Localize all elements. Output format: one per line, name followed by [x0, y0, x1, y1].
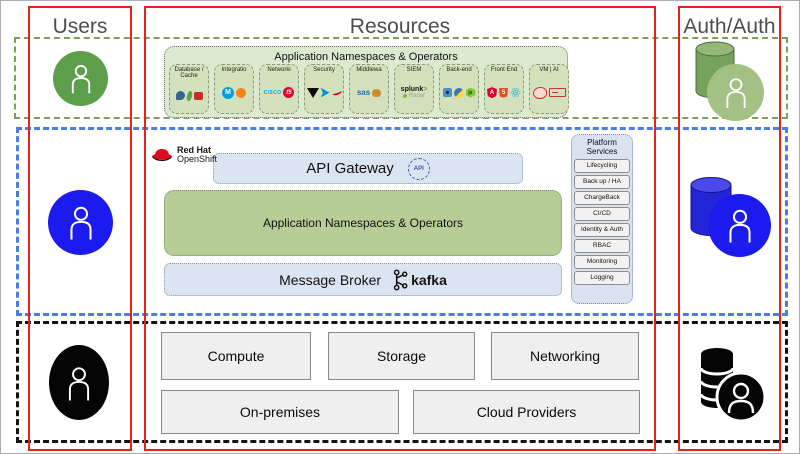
- auth-green-user-icon: [707, 64, 764, 121]
- platform-service-identity-auth: Identity & Auth: [574, 223, 630, 237]
- tile-siem: SIEM splunk> Radar: [394, 64, 434, 114]
- redhat-fedora-icon: [152, 149, 172, 162]
- api-gateway-label: API Gateway: [306, 160, 394, 177]
- person-outline-icon: [71, 64, 90, 93]
- resources-column-title: Resources: [349, 15, 451, 38]
- platform-service-cicd: CI/CD: [574, 207, 630, 221]
- api-gateway-icon: API: [407, 157, 430, 180]
- html5-icon: 5: [499, 87, 508, 98]
- vm-box-icon: [548, 88, 566, 98]
- cloud-providers-box: Cloud Providers: [413, 390, 640, 434]
- app-namespaces-operators-container: Application Namespaces & Operators Datab…: [164, 46, 569, 118]
- sas-icon: sas: [356, 88, 371, 98]
- auth-column-title: Auth/Auth: [683, 15, 776, 38]
- postgresql-icon: [175, 91, 185, 101]
- networking-box: Networking: [491, 332, 639, 380]
- platform-service-monitoring: Monitoring: [574, 255, 630, 269]
- resources-column-frame: Resources: [144, 6, 656, 451]
- platform-services-title: Platform Services: [586, 138, 618, 157]
- green-dashed-band: [14, 37, 788, 119]
- users-column-frame: Users: [28, 6, 132, 451]
- platform-service-logging: Logging: [574, 271, 630, 285]
- person-outline-icon: [69, 206, 92, 239]
- platform-service-chargeback: ChargeBack: [574, 191, 630, 205]
- f5-icon: f5: [283, 87, 295, 99]
- tile-middleware: Middlewa sas: [349, 64, 389, 114]
- qradar-icon: Radar: [402, 93, 425, 99]
- green-user-icon: [53, 51, 108, 106]
- boomi-icon: [236, 87, 246, 98]
- blue-user-icon: [48, 190, 113, 255]
- black-dashed-band: [16, 321, 788, 443]
- auth-column-frame: Auth/Auth: [678, 6, 781, 451]
- ai-brain-icon: [532, 86, 547, 99]
- person-outline-icon: [728, 209, 751, 242]
- app-namespaces-operators-title: Application Namespaces & Operators: [274, 51, 458, 63]
- tile-integration: Integratio M: [214, 64, 254, 114]
- auth-blue-user-icon: [708, 194, 771, 257]
- blue-dashed-band: [16, 127, 788, 316]
- platform-service-backup-ha: Back up / HA: [574, 175, 630, 189]
- tile-security: Security: [304, 64, 344, 114]
- tile-networking: Networki CISCO f5: [259, 64, 299, 114]
- kafka-label: kafka: [411, 271, 447, 288]
- flask-icon: [442, 88, 452, 98]
- users-column-title: Users: [52, 15, 108, 38]
- redhat-logo-line1: Red Hat: [177, 145, 212, 155]
- cisco-icon: CISCO: [263, 89, 282, 96]
- tile-vm-ai: VM | AI: [529, 64, 569, 114]
- operator-tiles-row: Database / Cache Integratio M Networki C…: [169, 64, 569, 114]
- storage-box: Storage: [328, 332, 475, 380]
- mulesoft-icon: M: [222, 86, 234, 99]
- person-outline-icon: [725, 77, 746, 108]
- cyberark-icon: [320, 87, 330, 98]
- on-premises-box: On-premises: [161, 390, 399, 434]
- person-outline-icon: [68, 366, 90, 400]
- black-database-admin-icon: [699, 348, 765, 423]
- black-user-icon: [49, 345, 109, 420]
- message-broker-label: Message Broker: [279, 271, 382, 288]
- tile-frontend: Front End A 5: [484, 64, 524, 114]
- tile-backend: Back-end js: [439, 64, 479, 114]
- angular-icon: A: [487, 87, 497, 99]
- nodejs-icon: js: [465, 87, 476, 98]
- security-vendor-icon: [306, 87, 319, 98]
- mongodb-icon: [185, 90, 193, 102]
- splunk-icon: splunk>: [400, 86, 428, 94]
- tile-database-cache: Database / Cache: [169, 64, 209, 114]
- tomcat-icon: [372, 88, 382, 97]
- react-icon: [510, 88, 521, 98]
- message-broker-box: Message Broker kafka: [164, 263, 562, 296]
- platform-service-rbac: RBAC: [574, 239, 630, 253]
- red-swoosh-icon: [330, 88, 343, 97]
- redhat-openshift-logo: Red Hat OpenShift: [151, 145, 218, 165]
- compute-box: Compute: [161, 332, 311, 380]
- platform-service-lifecycling: Lifecycling: [574, 159, 630, 173]
- api-gateway-box: API Gateway API: [213, 153, 523, 184]
- redhat-logo-line2: OpenShift: [177, 154, 218, 165]
- redis-icon: [193, 91, 203, 100]
- platform-services-panel: Platform Services Lifecycling Back up / …: [571, 134, 633, 304]
- python-icon: [453, 87, 464, 98]
- app-namespaces-operators-box: Application Namespaces & Operators: [164, 190, 562, 256]
- kafka-icon: [393, 269, 408, 290]
